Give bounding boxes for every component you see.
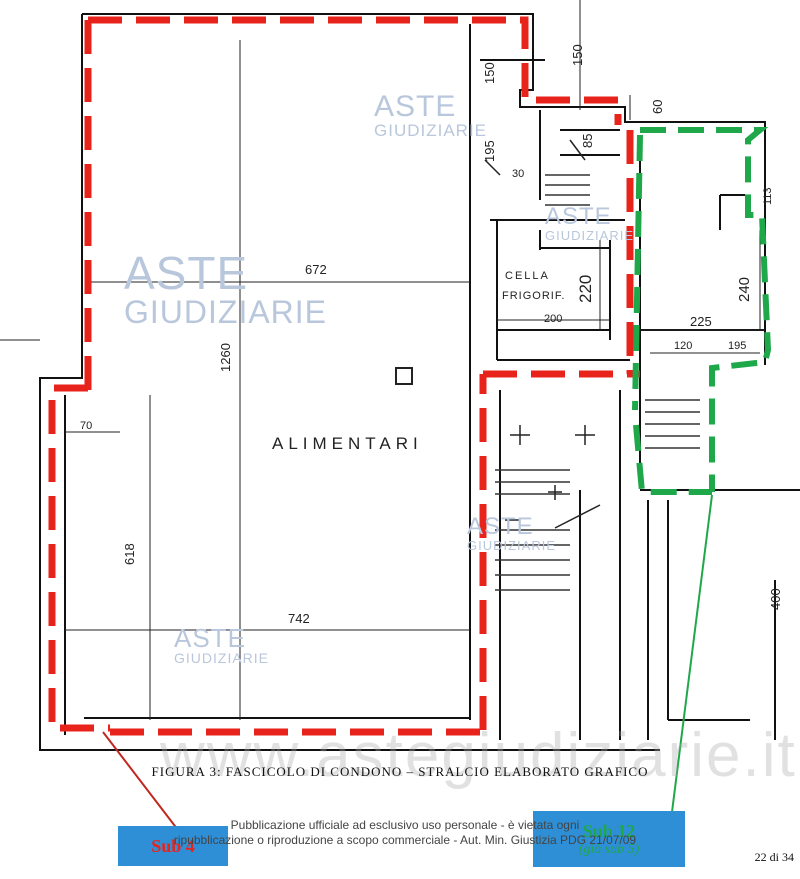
figure-caption: FIGURA 3: FASCICOLO DI CONDONO – STRALCI…: [151, 764, 649, 779]
footer-line-2: ripubblicazione o riproduzione a scopo c…: [173, 833, 637, 847]
dimension-lines: [0, 0, 765, 720]
aste-watermark-line1: ASTE: [374, 90, 457, 123]
aste-watermark-bottom: ASTE GIUDIZIARIE: [174, 625, 269, 665]
dim-113: 113: [762, 187, 774, 205]
dim-742: 742: [288, 611, 310, 626]
cell-label-line2: FRIGORIF.: [502, 290, 566, 302]
footer-line-1: Pubblicazione ufficiale ad esclusivo uso…: [230, 818, 580, 832]
dim-672: 672: [305, 262, 327, 277]
aste-watermark-large: ASTE GIUDIZIARIE: [124, 250, 327, 328]
sub12-label: Sub 12: [582, 821, 636, 841]
aste-watermark-line2: GIUDIZIARIE: [374, 121, 488, 140]
sub12-boundary: [632, 127, 772, 495]
aste-watermark-line1: ASTE: [467, 513, 534, 540]
sub4-boundary: [48, 16, 640, 736]
sub12-note: (già sub 5): [578, 842, 640, 857]
dim-400: 400: [768, 588, 783, 610]
aste-watermark-stairs: ASTE GIUDIZIARIE: [467, 513, 557, 553]
dim-70: 70: [80, 420, 93, 432]
aste-watermark-line2: GIUDIZIARIE: [467, 538, 557, 553]
room-label-alimentari: ALIMENTARI: [272, 434, 423, 453]
aste-watermark-top: ASTE GIUDIZIARIE: [374, 90, 488, 140]
dim-195-a: 195: [482, 140, 497, 162]
aste-watermark-line1: ASTE: [545, 203, 612, 230]
website-watermark: www.astegiudiziarie.it: [160, 721, 797, 790]
dim-150-a: 150: [482, 62, 497, 84]
dim-195-b: 195: [728, 340, 747, 352]
dim-220: 220: [576, 274, 595, 303]
aste-watermark-line1: ASTE: [174, 623, 246, 653]
sub4-label-box: Sub 4: [118, 826, 228, 866]
aste-watermark-mid: ASTE GIUDIZIARIE: [545, 203, 635, 243]
dim-240: 240: [736, 276, 753, 302]
page-number: 22 di 34: [754, 850, 794, 864]
dim-618: 618: [122, 543, 137, 565]
dim-85: 85: [580, 133, 595, 148]
cell-label-line1: CELLA: [505, 270, 550, 282]
sub12-label-box: Sub 12 (già sub 5): [533, 811, 685, 867]
aste-watermark-line1: ASTE: [124, 247, 249, 299]
sub4-leader-line: [102, 731, 179, 831]
dim-120: 120: [674, 340, 693, 352]
plan-symbols: [395, 139, 601, 529]
dim-200: 200: [544, 313, 563, 325]
staircase: [495, 174, 700, 591]
sub4-label: Sub 4: [151, 835, 195, 856]
aste-watermark-line2: GIUDIZIARIE: [124, 294, 328, 330]
dim-1260: 1260: [218, 343, 233, 372]
dim-60: 60: [650, 99, 665, 114]
sub12-leader-line: [671, 494, 713, 813]
aste-watermark-line2: GIUDIZIARIE: [174, 650, 270, 666]
aste-watermark-line2: GIUDIZIARIE: [545, 228, 635, 243]
dim-30: 30: [512, 168, 525, 180]
legal-footer: Pubblicazione ufficiale ad esclusivo uso…: [170, 818, 640, 848]
dim-150-b: 150: [570, 44, 585, 66]
dim-225: 225: [690, 314, 712, 329]
